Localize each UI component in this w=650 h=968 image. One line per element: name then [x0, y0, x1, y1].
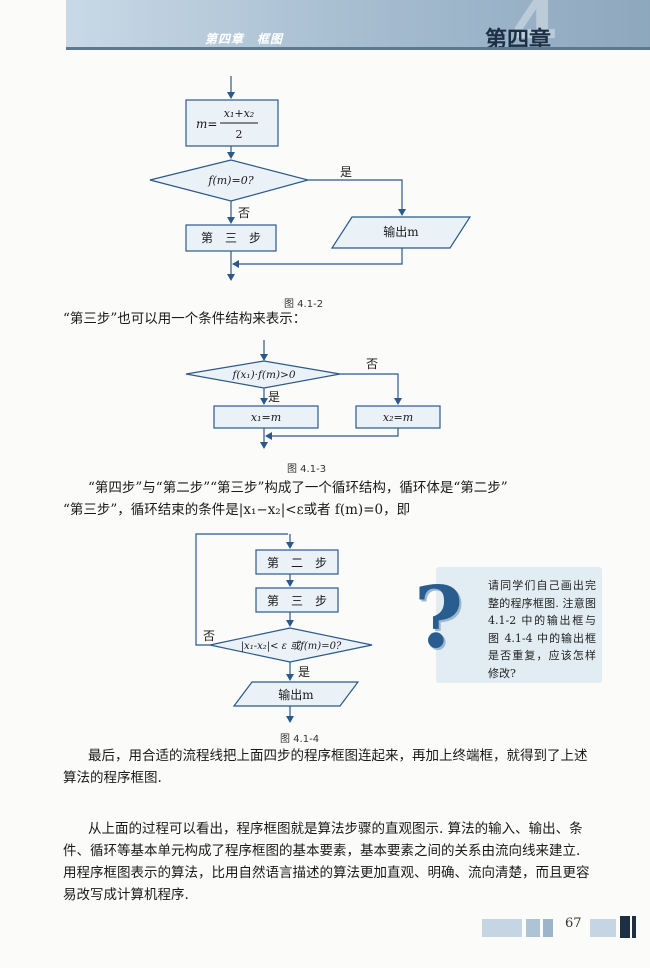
fig3-loop-line: [195, 533, 288, 646]
fig2-merge-line: [265, 428, 399, 440]
fig1-m-denominator: 2: [236, 128, 243, 141]
callout-text: 请同学们自己画出完整的程序框图. 注意图 4.1-2 中的输出框与图 4.1-4…: [488, 579, 596, 680]
fig3-yes-label: 是: [298, 665, 310, 679]
fig2-left-box-text: x₁=m: [251, 411, 281, 424]
fig3-no-label: 否: [203, 629, 215, 643]
fig1-no-label: 否: [238, 206, 250, 220]
fig3-decision-diamond: [209, 627, 373, 663]
chapter-header-band: 第四章 框图 4 第四章: [66, 0, 650, 63]
fig1-step3-box: [185, 224, 277, 252]
fig3-output-text: 输出m: [278, 687, 314, 702]
think-callout-box: 请同学们自己画出完整的程序框图. 注意图 4.1-2 中的输出框与图 4.1-4…: [436, 567, 602, 683]
fig3-step2-text: 第 二 步: [267, 556, 327, 570]
para2-line1: 最后，用合适的流程线把上面四步的程序框图连起来，再加上终端框，就得到了上述: [88, 748, 588, 764]
para1-line2: “第三步”，循环结束的条件是|x₁−x₂|<ε或者 f(m)=0，即: [63, 502, 411, 518]
fig1-m-prefix: m=: [196, 117, 217, 131]
page-number: 67: [565, 916, 582, 931]
para3-line4: 易改写成计算机程序.: [63, 887, 189, 903]
fig1-output-text: 输出m: [383, 224, 419, 239]
fig1-caption: 图 4.1-2: [284, 299, 324, 310]
fig1-yes-label: 是: [340, 165, 352, 179]
fig3-decision-text: |x₁-x₂|< ε 或f(m)=0?: [241, 640, 342, 652]
para3-line1: 从上面的过程可以看出，程序框图就是算法步骤的直观图示. 算法的输入、输出、条: [88, 821, 583, 837]
fig3-output-parallelogram: [232, 681, 360, 707]
para1-line1: “第四步”与“第二步”“第三步”构成了一个循环结构，循环体是“第二步”: [88, 480, 508, 496]
intro-line: “第三步”也可以用一个条件结构来表示：: [63, 311, 307, 327]
fig2-no-branch: [340, 373, 402, 405]
footer-bar-1: [482, 919, 522, 937]
fig2-decision-text: f(x₁)·f(m)>0: [231, 369, 295, 381]
fig1-decision-text: f(m)=0?: [207, 174, 253, 187]
fig2-caption: 图 4.1-3: [287, 464, 327, 475]
fig1-merge-line: [232, 248, 403, 268]
fig1-m-numerator: x₁+x₂: [224, 107, 254, 120]
para2-line2: 算法的程序框图.: [63, 770, 162, 786]
para3-line3: 用程序框图表示的算法，比用自然语言描述的算法更加直观、明确、流向清楚，而且更容: [63, 865, 590, 881]
footer-bar-3: [543, 919, 553, 937]
fig3-step2-box: [255, 549, 339, 575]
footer-dark-block-2: [632, 916, 636, 938]
footer-dark-block: [620, 916, 630, 938]
footer-bar-2: [526, 919, 540, 937]
fig1-yes-branch: [308, 179, 406, 216]
fig3-caption: 图 4.1-4: [280, 734, 320, 745]
fig2-no-label: 否: [366, 357, 378, 371]
footer-bar-4: [590, 919, 616, 937]
fig2-left-box: [213, 405, 319, 429]
question-mark-icon: ?: [414, 568, 464, 667]
chapter-number-watermark: 4: [512, 0, 558, 63]
fig2-right-box-text: x₂=m: [383, 411, 413, 424]
fig3-step3-box: [255, 587, 339, 613]
fig1-step3-text: 第 三 步: [201, 231, 261, 245]
fig1-output-parallelogram: [330, 216, 472, 249]
running-header-chapter: 第四章 框图: [205, 32, 284, 46]
fig2-yes-label: 是: [268, 390, 280, 404]
fig3-step3-text: 第 三 步: [267, 594, 327, 608]
para3-line2: 件、循环等基本单元构成了程序框图的基本要素，基本要素之间的关系由流向线来建立.: [63, 843, 581, 859]
